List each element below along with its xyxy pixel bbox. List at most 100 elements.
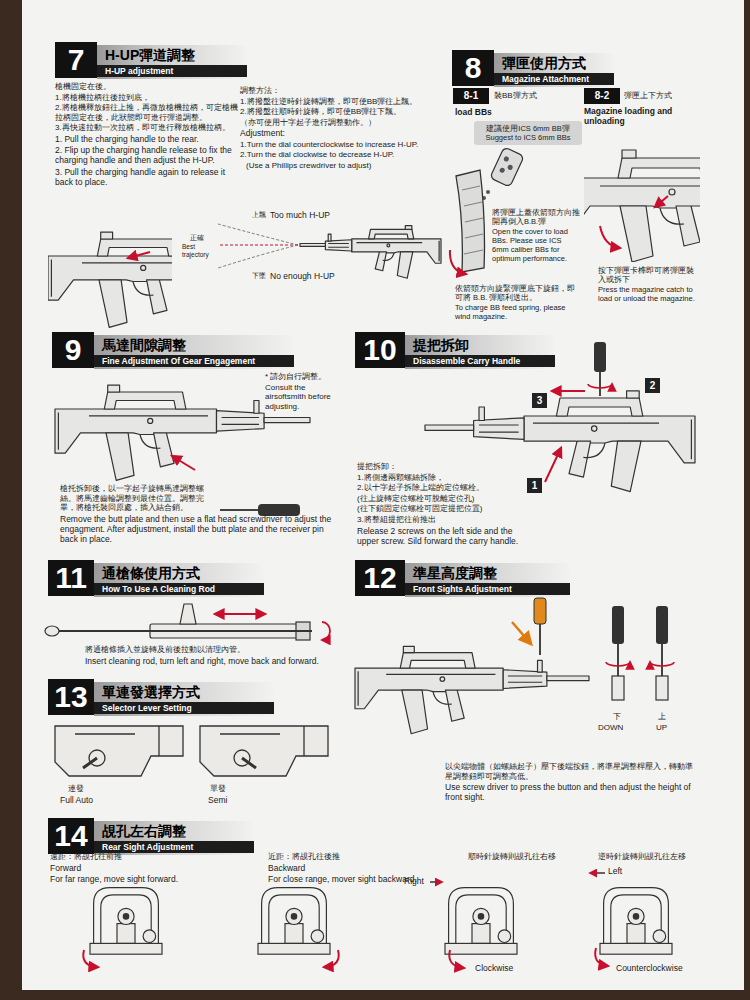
right-arrow (430, 881, 442, 883)
slide-arrow (552, 390, 585, 392)
bb-ball (507, 164, 514, 171)
rifle-closeup (48, 232, 172, 327)
label-text: 1. Pull the charging handle to the rear. (55, 134, 245, 144)
label-text: 連發 (68, 784, 84, 794)
rotate-arrow (322, 622, 330, 640)
section-number: 14 (48, 818, 94, 854)
magazine-arrow (600, 226, 620, 248)
screwdriver-shaft (539, 624, 541, 655)
section-title-band: 覘孔左右調整Rear Sight Adjustment (94, 821, 254, 855)
clockwise-arrow (449, 950, 464, 968)
label-text: 將通槍條插入並旋轉及前後拉動以清理內管。 (85, 645, 340, 655)
label-text: 彈匣上下方式 (624, 91, 672, 101)
box-title: 彈匣使用方式 (494, 55, 614, 72)
bb-ball (503, 156, 510, 163)
trajectory-line (218, 245, 298, 268)
label-text: 上 (658, 712, 666, 722)
label-text: Forward (50, 863, 250, 873)
adjust-arrow (172, 456, 195, 470)
screwdriver-shaft (599, 372, 601, 396)
catch-arrow (655, 196, 668, 207)
label-text: 槍機固定在後。 (55, 82, 245, 92)
box-title: 單連發選擇方式 (94, 684, 274, 701)
label-text: No enough H-UP (270, 271, 335, 281)
magazine-drawing (456, 170, 485, 272)
box-subtitle: Front Sights Adjustment (405, 583, 570, 595)
box-title: 8 (465, 50, 482, 86)
screwdriver-shaft (220, 509, 258, 511)
move-arrow (215, 613, 265, 615)
section-number: 9 (52, 332, 94, 368)
label-text: Release 2 screws on the left side and th… (357, 526, 522, 546)
section-number: 12 (355, 560, 405, 596)
label-text: 依箭頭方向旋緊彈匣底下旋鈕，即可將 B.B. 彈順利送出。 (455, 284, 580, 302)
label-text: load BBs (455, 107, 492, 117)
label-text: 2.將槍機釋放鈕往上推，再微放槍機拉柄，可定槍機拉柄固定在後，此狀態即可進行彈道… (55, 103, 245, 122)
label-text: 2.Turn the dial clockwise to decrease H-… (240, 150, 450, 160)
box-title: 13 (54, 679, 87, 715)
box-title: 7 (68, 42, 85, 78)
front-sight-drawing (180, 604, 196, 624)
label-text: Backward (268, 863, 433, 873)
box-subtitle: How To Use A Cleaning Rod (94, 583, 264, 595)
screwdriver-handle (656, 606, 668, 644)
label-text: 調整方法： (240, 86, 450, 96)
paper-sheet (22, 0, 744, 990)
sight-post (612, 676, 624, 700)
label-text: 1.將槍機拉柄往後拉到底， (55, 93, 245, 103)
label-text: Left (608, 866, 622, 876)
rotate-arrow (588, 384, 612, 388)
callout-number: 3 (532, 393, 547, 408)
box-title: 建議使用ICS 6mm BB彈 (479, 124, 577, 133)
label-text: To charge BB feed spring, please wind ma… (455, 303, 580, 321)
label-text: 遠距：將覘孔往前推 (50, 852, 250, 862)
box-subtitle: Magazine Attachment (494, 73, 614, 85)
label-text: For far range, move sight forward. (50, 874, 250, 884)
label-text: 2. Flip up the charging handle release t… (55, 145, 245, 165)
label-text: Semi (208, 795, 227, 805)
box-title: 14 (54, 818, 87, 854)
label-text: (往下鎖固定位螺栓可固定提把位置) (357, 504, 522, 514)
trajectory-line (218, 224, 298, 245)
box-subtitle: Suggest to ICS 6mm BBs (479, 133, 577, 142)
step-tag: 8-2 (584, 88, 620, 104)
label-text: * 請勿自行調整。 (265, 372, 345, 382)
label-text: Insert cleaning rod, turn left and right… (85, 656, 340, 666)
label-text: 2.以十字起子拆除上端的定位螺栓。 (357, 483, 522, 493)
callout-number: 2 (645, 378, 660, 393)
rifle-drawing (48, 232, 172, 327)
box-subtitle: Selector Lever Setting (94, 702, 274, 714)
box-subtitle: H-UP adjustment (97, 65, 247, 77)
counterclockwise-arrow (595, 948, 608, 966)
rifle-drawing (355, 646, 589, 733)
label-text: 以尖端物體（如螺絲起子）壓下後端按鈕，將準星調整桿壓入，轉動準星調整鈕即可調整高… (445, 762, 695, 781)
box-title: 8-2 (595, 90, 609, 102)
box-title: 準星高度調整 (405, 565, 570, 582)
section-title-band: 彈匣使用方式Magazine Attachment (494, 53, 614, 87)
section-title-band: 單連發選擇方式Selector Lever Setting (94, 682, 274, 716)
label-text: 3.再快速拉動一次拉柄，即可進行釋放槍機拉柄。 (55, 123, 245, 133)
cleaning-rod (59, 630, 312, 632)
magazine-ribs (462, 186, 483, 254)
rear-sight-drawing (600, 888, 672, 955)
label-text: 逆時針旋轉則覘孔往左移 (598, 852, 686, 862)
rifle-drawing (425, 391, 695, 492)
label-text: 單發 (210, 784, 226, 794)
section-number: 8 (452, 50, 494, 86)
box-title: 馬達間隙調整 (94, 337, 294, 354)
box-title: 通槍條使用方式 (94, 565, 264, 582)
section-number: 7 (55, 42, 97, 78)
box-title: 提把拆卸 (405, 337, 555, 354)
note-box: 建議使用ICS 6mm BB彈Suggest to ICS 6mm BBs (474, 121, 582, 145)
trajectory-line (218, 245, 298, 246)
pull-arrow (128, 252, 150, 258)
label-text: Adjustment: (240, 128, 450, 138)
label-text: 按下彈匣卡榫即可將彈匣裝入或拆下 (598, 266, 698, 284)
label-text: 3.將整組提把往前推出 (357, 515, 522, 525)
label-text: Consult the airsoftsmith before adjustin… (265, 383, 345, 412)
label-text: Clockwise (475, 963, 513, 973)
label-text: 3. Pull the charging handle again to rel… (55, 167, 245, 187)
step-tag: 8-1 (453, 88, 489, 104)
box-title: 11 (55, 560, 87, 596)
label-text: 1.Turn the dial counterclockwise to incr… (240, 140, 450, 150)
